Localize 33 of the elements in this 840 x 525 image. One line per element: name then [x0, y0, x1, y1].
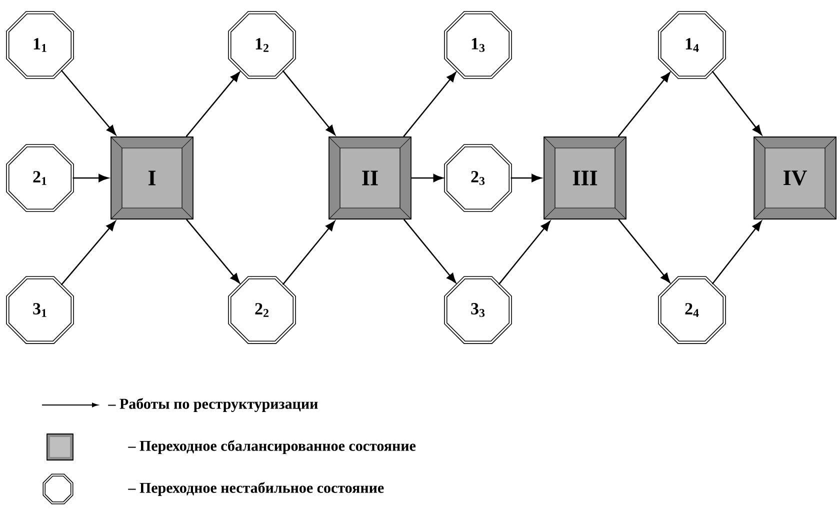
arrow: [282, 220, 336, 285]
arrow: [712, 70, 762, 136]
arrow: [411, 174, 444, 182]
state-square: I: [110, 136, 194, 220]
state-octagon: 2$_{4}$: [658, 276, 726, 344]
arrow: [60, 70, 116, 136]
state-octagon: 1$_{3}$: [444, 11, 512, 79]
state-octagon: 2$_{1}$: [6, 144, 74, 212]
state-octagon: 1$_{2}$: [228, 11, 296, 79]
arrow: [618, 219, 670, 283]
arrow: [60, 220, 116, 286]
state-octagon: 1$_{1}$: [6, 11, 74, 79]
arrow: [72, 174, 109, 182]
state-square: IV: [754, 136, 836, 220]
state-square: III: [544, 136, 626, 220]
legend-text: – Переходное сбалансированное состояние: [128, 440, 416, 454]
arrow: [186, 72, 240, 137]
state-square: II: [328, 136, 412, 220]
state-octagon: 2$_{2}$: [228, 276, 296, 344]
state-octagon: 2$_{3}$: [444, 144, 512, 212]
arrow: [403, 219, 456, 284]
legend-text: – Работы по реструктуризации: [108, 398, 318, 412]
state-octagon: 1$_{4}$: [658, 11, 726, 79]
state-octagon: 3$_{1}$: [6, 276, 74, 344]
arrow: [498, 220, 550, 285]
arrow: [282, 70, 336, 136]
arrow: [403, 72, 456, 137]
arrow: [618, 72, 670, 137]
arrow: [186, 219, 240, 284]
legend-text: – Переходное нестабильное состояние: [128, 482, 384, 496]
arrow: [712, 220, 762, 284]
arrow: [510, 174, 542, 182]
state-octagon: 3$_{3}$: [444, 276, 512, 344]
